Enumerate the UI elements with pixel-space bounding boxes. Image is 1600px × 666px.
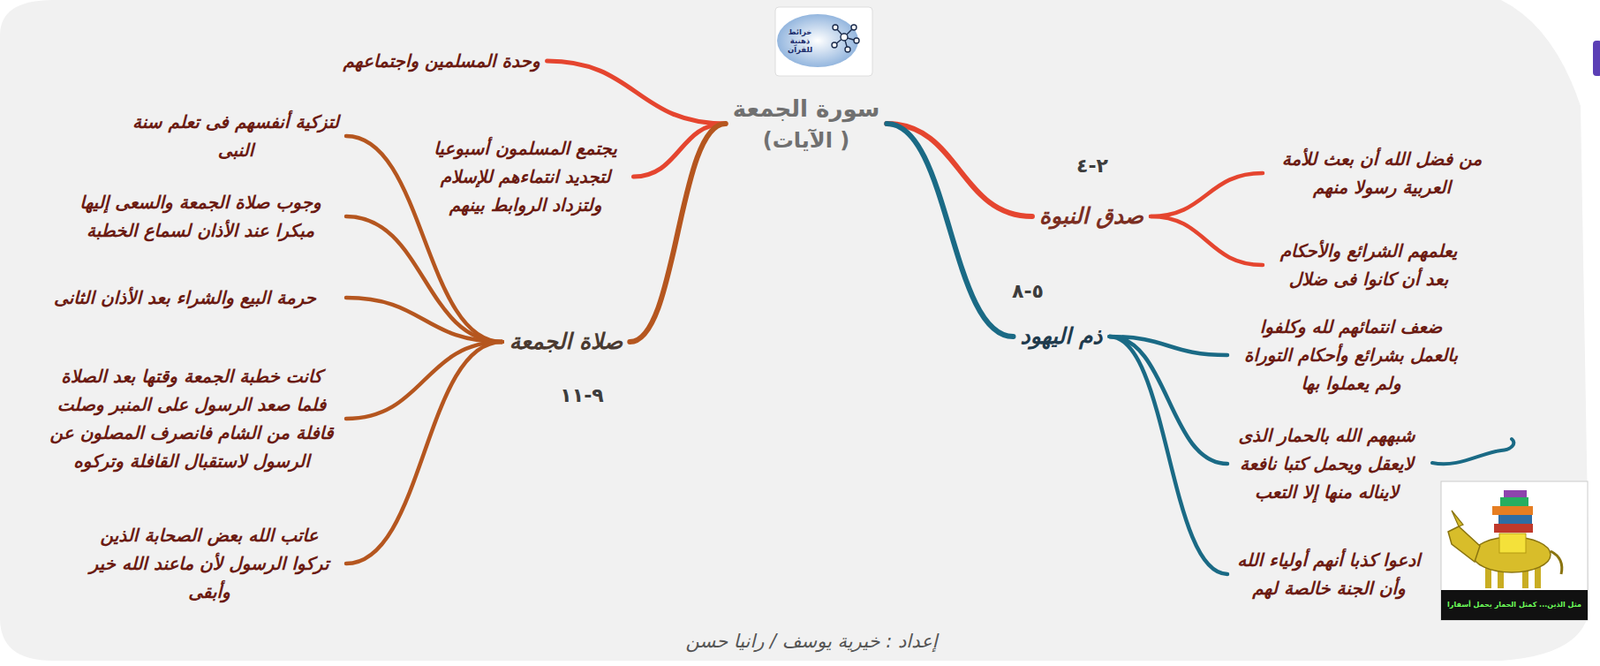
node-text: وجوب صلاة الجمعة والسعى إليها مبكرا عند … xyxy=(61,188,340,245)
node-text: ( الآيات) xyxy=(732,125,881,156)
branch-connector xyxy=(886,123,1033,217)
node-text: يعلمهم الشرائع والأحكام بعد أن كانوا فى … xyxy=(1269,236,1468,294)
node-text: من فضل الله أن بعث للأمة العربية رسولا م… xyxy=(1269,144,1495,202)
branch-connector xyxy=(629,123,725,342)
image-caption: مثل الذين... كمثل الحمار يحمل أسفارا xyxy=(1442,600,1586,610)
branch-connector xyxy=(346,341,503,564)
node-text: حرمة البيع والشراء بعد الأذان الثانى xyxy=(30,283,340,312)
branch-connector xyxy=(1150,216,1263,265)
leaf-note: ادعوا كذبا أنهم أولياء الله وأن الجنة خا… xyxy=(1227,543,1431,604)
node-text: صلاة الجمعة xyxy=(509,324,624,359)
leaf-note: ضعف انتمائهم لله وكلفوا بالعمل بشرائع وأ… xyxy=(1227,310,1475,400)
node-text: لتزكية أنفسهم فى تعلم سنة النبى xyxy=(132,107,340,165)
leaf-note: حرمة البيع والشراء بعد الأذان الثانى xyxy=(23,281,347,314)
central-topic: سورة الجمعة( الآيات) xyxy=(725,90,888,158)
node-text: ذم اليهود xyxy=(1020,319,1103,354)
author-caption: إعداد : خيرية يوسف / رانيا حسن xyxy=(685,627,937,655)
verse-range-text: ٥-٨ xyxy=(1011,279,1044,304)
branch-connector xyxy=(886,123,1013,337)
branch-connector xyxy=(1109,336,1229,464)
branch-connector xyxy=(346,216,503,342)
side-tab xyxy=(1592,40,1600,76)
branch-topic: وحدة المسلمين واجتماعهم xyxy=(335,45,547,77)
picture-hook-line xyxy=(1432,438,1514,464)
branch-connector xyxy=(547,60,726,124)
leaf-note: وجوب صلاة الجمعة والسعى إليها مبكرا عند … xyxy=(54,186,347,247)
branch-topic: ذم اليهود xyxy=(1013,317,1110,355)
branch-topic: صلاة الجمعة xyxy=(502,323,631,361)
branch-connector xyxy=(346,341,503,419)
verse-range-text: ٢-٤ xyxy=(1076,153,1109,179)
branch-connector xyxy=(346,297,503,342)
branch-connector xyxy=(1109,336,1229,574)
leaf-note: شبههم الله بالحمار الذى لايعقل ويحمل كتب… xyxy=(1227,419,1427,508)
node-text: ضعف انتمائهم لله وكلفوا بالعمل بشرائع وأ… xyxy=(1234,312,1468,398)
verse-range-text: ٩-١١ xyxy=(559,383,604,408)
leaf-note: كانت خطبة الجمعة وقتها بعد الصلاة فلما ص… xyxy=(37,360,347,477)
logo-badge xyxy=(775,7,873,76)
node-text: شبههم الله بالحمار الذى لايعقل ويحمل كتب… xyxy=(1234,421,1419,506)
node-text: سورة الجمعة xyxy=(732,91,881,126)
leaf-note: من فضل الله أن بعث للأمة العربية رسولا م… xyxy=(1262,143,1502,204)
leaf-note: يعلمهم الشرائع والأحكام بعد أن كانوا فى … xyxy=(1262,234,1475,295)
verse-range: ٢-٤ xyxy=(1076,153,1109,179)
donkey-illustration xyxy=(1441,481,1588,620)
image-caption-text: مثل الذين... كمثل الحمار يحمل أسفارا xyxy=(1442,600,1586,610)
logo-text-text: خرائط ذهنية للقرآن xyxy=(780,27,820,54)
node-text: عاتب الله بعض الصحابة الذين تركوا الرسول… xyxy=(79,520,340,606)
branch-topic: صدق النبوة xyxy=(1032,197,1151,235)
node-text: ادعوا كذبا أنهم أولياء الله وأن الجنة خا… xyxy=(1234,545,1424,603)
leaf-note: لتزكية أنفسهم فى تعلم سنة النبى xyxy=(125,105,347,167)
node-text: صدق النبوة xyxy=(1039,199,1144,234)
logo-text: خرائط ذهنية للقرآن xyxy=(780,27,820,54)
node-text: وحدة المسلمين واجتماعهم xyxy=(342,46,540,76)
node-text: كانت خطبة الجمعة وقتها بعد الصلاة فلما ص… xyxy=(44,362,340,476)
leaf-note: يجتمع المسلمون أسبوعيا لتجديد انتماءهم ل… xyxy=(417,132,634,221)
branch-connector xyxy=(1150,173,1263,217)
node-text: يجتمع المسلمون أسبوعيا لتجديد انتماءهم ل… xyxy=(424,134,627,219)
verse-range: ٥-٨ xyxy=(1011,279,1044,304)
verse-range: ٩-١١ xyxy=(559,383,604,408)
leaf-note: عاتب الله بعض الصحابة الذين تركوا الرسول… xyxy=(72,519,347,608)
